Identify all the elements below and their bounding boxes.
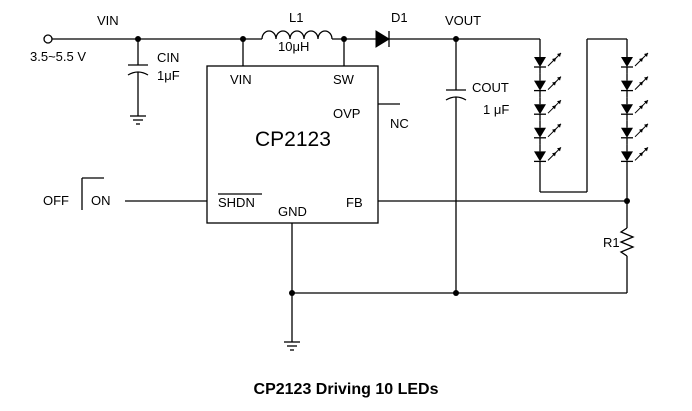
ic-body bbox=[206, 65, 379, 224]
vout-node-label: VOUT bbox=[445, 13, 481, 28]
led-icon bbox=[534, 97, 562, 121]
led-icon bbox=[621, 144, 649, 168]
shdn-switch bbox=[81, 177, 104, 210]
resistor-r1 bbox=[619, 201, 635, 293]
led-icon bbox=[534, 50, 562, 74]
diode-name-label: D1 bbox=[391, 10, 408, 25]
cin-value-label: 1μF bbox=[157, 68, 180, 83]
led-icon bbox=[621, 97, 649, 121]
ground-icon bbox=[130, 115, 146, 125]
switch-on-label: ON bbox=[91, 193, 111, 208]
nc-label: NC bbox=[390, 116, 409, 131]
inductor-l1 bbox=[261, 30, 333, 40]
led-string-2 bbox=[621, 50, 649, 168]
switch-off-label: OFF bbox=[43, 193, 69, 208]
cout-capacitor bbox=[445, 39, 467, 293]
pin-shdn-label: SHDN bbox=[218, 195, 255, 210]
inductor-name-label: L1 bbox=[289, 10, 303, 25]
pin-gnd-label: GND bbox=[278, 204, 307, 219]
led-icon bbox=[621, 120, 649, 145]
cout-value-label: 1 μF bbox=[483, 102, 509, 117]
led-string-1 bbox=[534, 50, 562, 168]
led-icon bbox=[534, 73, 562, 98]
input-terminal bbox=[43, 34, 53, 44]
pin-fb-label: FB bbox=[346, 195, 363, 210]
cin-name-label: CIN bbox=[157, 50, 179, 65]
pin-ovp-label: OVP bbox=[333, 106, 360, 121]
inductor-value-label: 10μH bbox=[278, 39, 309, 54]
pin-sw-label: SW bbox=[333, 72, 355, 87]
cin-capacitor bbox=[127, 39, 149, 116]
vin-node-label: VIN bbox=[97, 13, 119, 28]
led-icon bbox=[621, 50, 649, 74]
diagram-caption: CP2123 Driving 10 LEDs bbox=[254, 381, 439, 398]
led-icon bbox=[621, 73, 649, 98]
ground-icon bbox=[284, 341, 300, 351]
led-icon bbox=[534, 144, 562, 168]
input-voltage-label: 3.5~5.5 V bbox=[30, 49, 86, 64]
diode-d1 bbox=[375, 30, 390, 48]
pin-vin-label: VIN bbox=[230, 72, 252, 87]
junction-dot bbox=[289, 290, 295, 296]
junction-dot bbox=[453, 290, 459, 296]
chip-name: CP2123 bbox=[255, 128, 331, 151]
cout-name-label: COUT bbox=[472, 80, 509, 95]
led-icon bbox=[534, 120, 562, 145]
resistor-name-label: R1 bbox=[603, 235, 620, 250]
